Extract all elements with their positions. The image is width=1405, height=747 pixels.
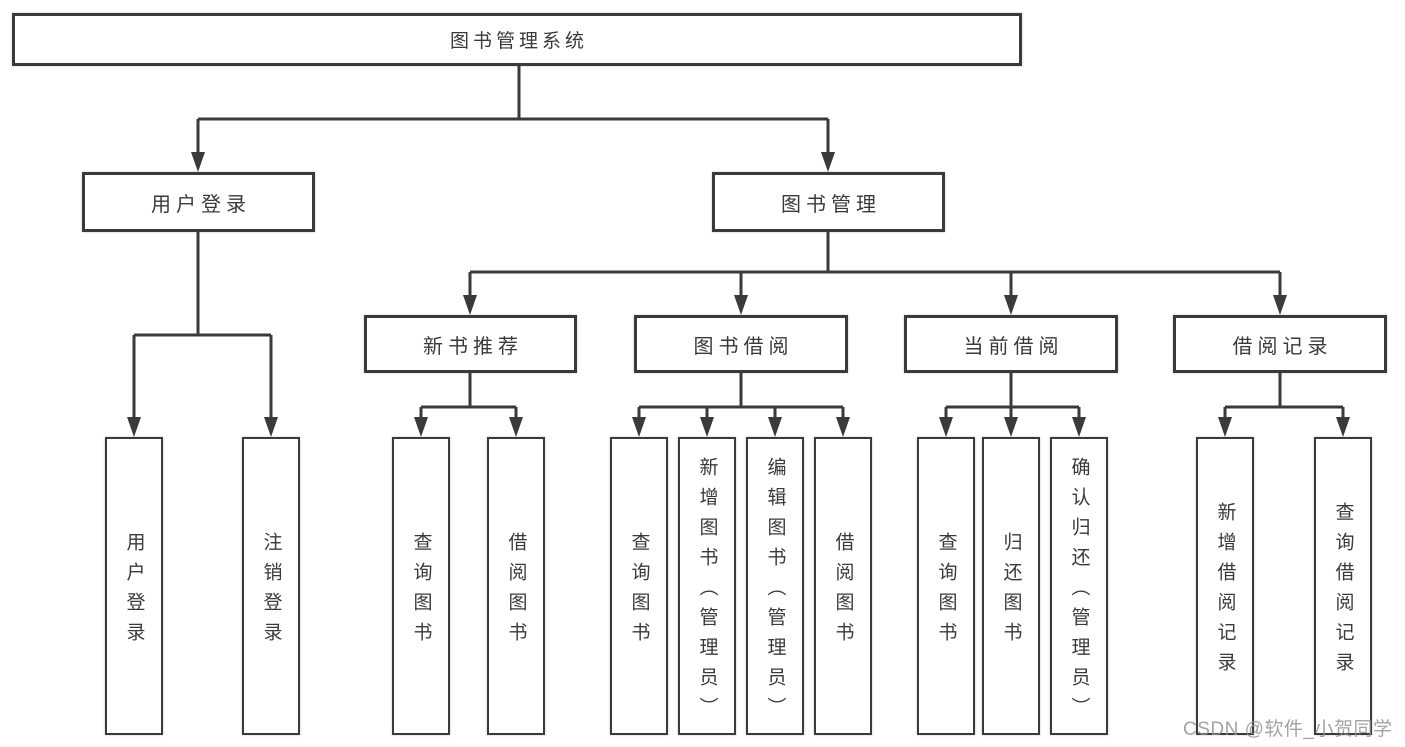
arrowhead xyxy=(734,295,748,315)
node-book-borrow: 图书借阅 xyxy=(634,315,848,373)
node-book-management: 图书管理 xyxy=(712,172,945,232)
arrowhead xyxy=(768,417,782,437)
leaf-label: 查询图书 xyxy=(628,531,650,652)
node-current-borrow: 当前借阅 xyxy=(904,315,1118,373)
connector-book-management-children xyxy=(468,232,1282,300)
leaf-add-borrow-record: 新增借阅记录 xyxy=(1196,437,1254,735)
leaf-confirm-return-admin: 确认归还（管理员） xyxy=(1050,437,1108,735)
arrowhead xyxy=(632,417,646,437)
arrowhead xyxy=(1004,295,1018,315)
leaf-label: 新增借阅记录 xyxy=(1214,501,1236,682)
arrowhead xyxy=(700,417,714,437)
leaf-label: 借阅图书 xyxy=(505,531,527,652)
leaf-query-books-recommend: 查询图书 xyxy=(392,437,450,735)
node-user-login-label: 用户登录 xyxy=(151,193,251,216)
leaf-label: 归还图书 xyxy=(1000,531,1022,652)
arrowhead xyxy=(463,295,477,315)
leaf-borrow-books: 借阅图书 xyxy=(814,437,872,735)
arrowhead xyxy=(191,152,205,172)
arrowhead xyxy=(1336,417,1350,437)
leaf-query-books-current: 查询图书 xyxy=(917,437,975,735)
node-root-label: 图书管理系统 xyxy=(449,31,588,52)
arrowhead xyxy=(821,152,835,172)
node-current-borrow-label: 当前借阅 xyxy=(963,335,1064,358)
leaf-label: 注销登录 xyxy=(260,531,282,652)
leaf-borrow-books-recommend: 借阅图书 xyxy=(487,437,545,735)
leaf-query-books-borrow: 查询图书 xyxy=(610,437,668,735)
node-book-management-label: 图书管理 xyxy=(781,193,881,216)
leaf-label: 用户登录 xyxy=(123,531,145,652)
arrowhead xyxy=(1004,417,1018,437)
leaf-logout: 注销登录 xyxy=(242,437,300,735)
leaf-label: 编辑图书（管理员） xyxy=(764,456,786,727)
leaf-label: 借阅图书 xyxy=(832,531,854,652)
leaf-query-borrow-record: 查询借阅记录 xyxy=(1314,437,1372,735)
node-borrow-records-label: 借阅记录 xyxy=(1232,335,1333,358)
arrowhead xyxy=(1273,295,1287,315)
node-book-borrow-label: 图书借阅 xyxy=(693,335,794,358)
node-new-book-recommend-label: 新书推荐 xyxy=(423,335,523,358)
leaf-label: 查询图书 xyxy=(935,531,957,652)
connector-new-book-recommend-children xyxy=(419,373,518,422)
arrowhead xyxy=(836,417,850,437)
csdn-watermark: CSDN @软件_小贺同学 xyxy=(1183,719,1393,740)
node-root: 图书管理系统 xyxy=(12,13,1022,66)
arrowhead xyxy=(939,417,953,437)
leaf-label: 新增图书（管理员） xyxy=(696,456,718,727)
node-user-login: 用户登录 xyxy=(82,172,315,232)
leaf-edit-books-admin: 编辑图书（管理员） xyxy=(746,437,804,735)
leaf-return-books: 归还图书 xyxy=(982,437,1040,735)
leaf-user-login: 用户登录 xyxy=(105,437,163,735)
arrowhead xyxy=(1218,417,1232,437)
arrowhead xyxy=(264,417,278,437)
connector-book-borrow-children xyxy=(637,373,845,422)
arrowhead xyxy=(414,417,428,437)
leaf-add-books-admin: 新增图书（管理员） xyxy=(678,437,736,735)
arrowhead xyxy=(509,417,523,437)
leaf-label: 查询图书 xyxy=(410,531,432,652)
leaf-label: 确认归还（管理员） xyxy=(1068,456,1090,727)
connector-user-login-children xyxy=(132,232,273,422)
arrowhead xyxy=(127,417,141,437)
node-new-book-recommend: 新书推荐 xyxy=(364,315,577,373)
leaf-label: 查询借阅记录 xyxy=(1332,501,1354,682)
connector-current-borrow-children xyxy=(944,373,1081,422)
connector-borrow-records-children xyxy=(1223,373,1345,422)
arrowhead xyxy=(1072,417,1086,437)
connector-root-to-level2 xyxy=(196,66,830,157)
node-borrow-records: 借阅记录 xyxy=(1173,315,1387,373)
